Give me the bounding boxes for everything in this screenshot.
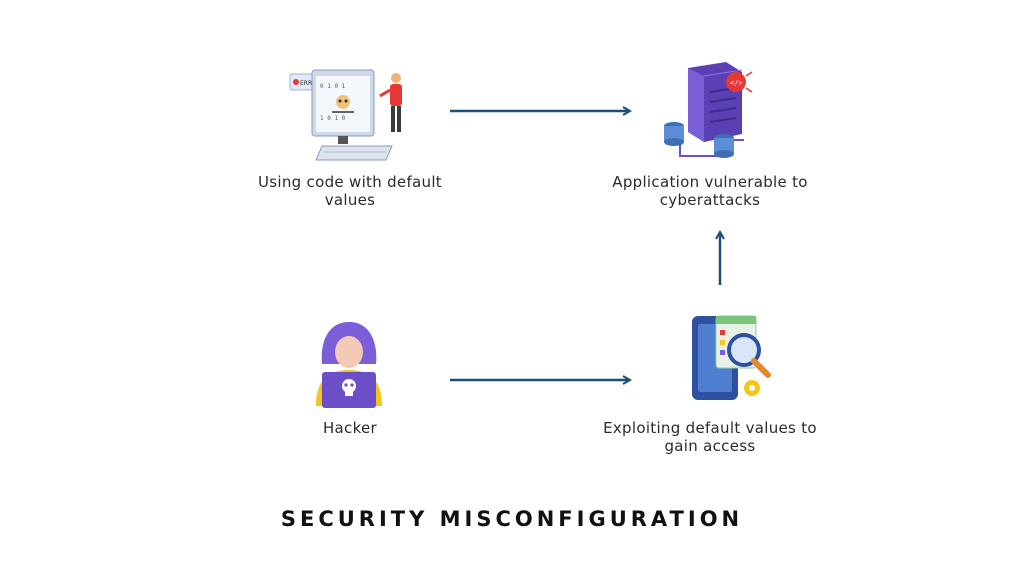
label-exploit-default-values: Exploiting default values to gain access — [603, 419, 817, 455]
server-bug-icon: </> — [660, 56, 760, 168]
svg-text:1 0 1 0: 1 0 1 0 — [320, 115, 346, 122]
label-code-default-values: Using code with default values — [258, 173, 442, 209]
svg-text:0 1 0 1: 0 1 0 1 — [320, 83, 346, 90]
label-hacker: Hacker — [322, 419, 378, 437]
svg-text:</>: </> — [730, 79, 743, 87]
computer-coding-icon: ERROR 0 1 0 1 1 0 1 0 — [288, 64, 412, 164]
magnifier-exploit-icon — [686, 308, 782, 404]
label-app-vulnerable: Application vulnerable to cyberattacks — [612, 173, 808, 209]
hacker-icon — [306, 320, 392, 410]
error-popup-text: ERROR — [300, 80, 321, 87]
diagram-title: SECURITY MISCONFIGURATION — [280, 507, 744, 531]
